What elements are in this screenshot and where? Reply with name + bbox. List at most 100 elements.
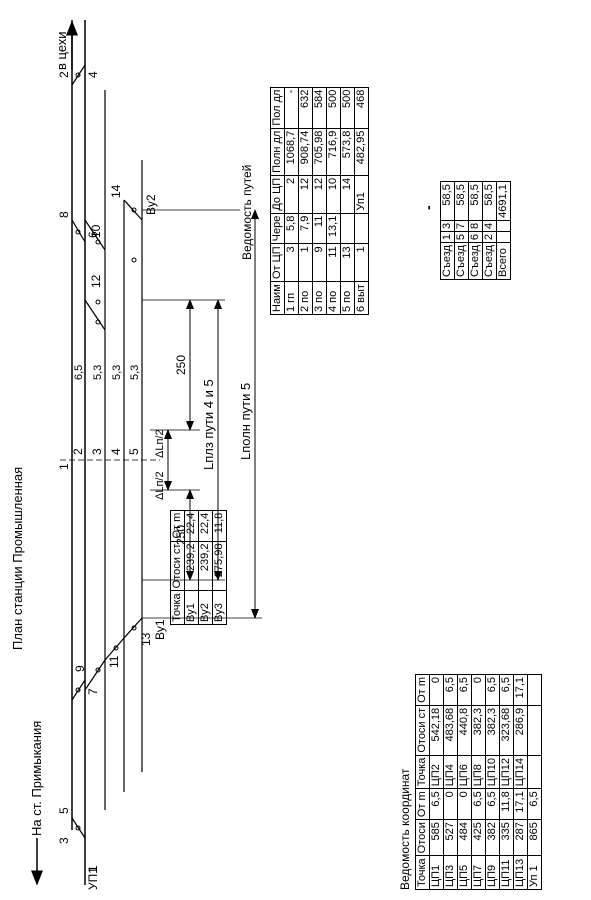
track-number-2: 2 (71, 448, 85, 455)
spacing-5: 5,3 (129, 365, 141, 380)
table-cell: 8 (468, 220, 483, 232)
table-cell: 13 (340, 243, 355, 282)
table-cell: ЦП2 (429, 755, 444, 789)
table-cell: 6,5 (527, 788, 542, 820)
table-cell: 287 (513, 819, 528, 856)
table-header-cell: Пол дл (270, 87, 285, 129)
table-cell: 7 (454, 220, 469, 232)
table-cell: ЦП4 (443, 755, 458, 789)
track-number-3: 3 (90, 448, 104, 455)
spacing-2-3: 6,5 (73, 365, 85, 380)
table-cell: Ву2 (198, 590, 213, 625)
track-number-1: 1 (57, 463, 71, 470)
table-cell: 9 (312, 243, 327, 282)
table-cell (527, 674, 542, 706)
table-cell: 3 (284, 243, 299, 282)
table-cell: 908,74 (298, 128, 313, 176)
dim-lpol5-label: Lполн пути 5 (238, 383, 253, 460)
table-cell: 382,3 (485, 705, 500, 756)
direction-left-label: На ст. Примыкания (29, 721, 44, 836)
table-header-cell: Точка (170, 590, 185, 625)
crossover-6-8 (71, 219, 86, 243)
switch-14: 14 (109, 184, 123, 198)
table-header-cell: Отоси (415, 819, 430, 856)
table-cell: 0 (457, 788, 472, 820)
table-cell: 323,68 (499, 705, 514, 756)
table-header-cell: Полн дл (270, 128, 285, 176)
table-cell: 5 по (340, 281, 355, 315)
table-cell: Уп1 (354, 175, 369, 214)
table-cell: ЦП7 (471, 855, 486, 890)
table-cell: 335 (499, 819, 514, 856)
table-cell: 382,3 (471, 705, 486, 756)
table-header-cell: Чере (270, 213, 285, 244)
table-cell: 1068,7 (284, 128, 299, 176)
switch-markers (75, 72, 137, 831)
track-number-5: 5 (127, 448, 141, 455)
table-cell: 58,5 (468, 181, 483, 221)
coord-table-title: Ведомость координат (398, 768, 412, 890)
table-cell: 12 (298, 175, 313, 214)
table-cell: 11 (312, 213, 327, 244)
switch-5: 5 (57, 807, 71, 814)
table-header-cell: До ЦП (270, 175, 285, 214)
table-cell: 865 (527, 819, 542, 856)
table-cell: Съезд (482, 242, 497, 280)
table-cell: 6 выт (354, 281, 369, 315)
track-number-4: 4 (109, 448, 123, 455)
table-cell: 382 (485, 819, 500, 856)
table-cell: 286,9 (513, 705, 528, 756)
table-cell: 11,8 (212, 510, 227, 542)
table-cell: 1 (440, 231, 455, 243)
point-vu2: Ву2 (144, 194, 158, 215)
table-cell: 22,4 (184, 510, 199, 542)
point-up1: УП1 (86, 867, 100, 890)
table-cell: 0 (471, 674, 486, 706)
table-cell: 10 (326, 175, 341, 214)
table-cell: 7,9 (298, 213, 313, 244)
table-cell: 6,5 (471, 788, 486, 820)
table-cell: 2 (284, 175, 299, 214)
table-cell: 6,5 (429, 788, 444, 820)
table-cell: ЦП13 (513, 855, 528, 890)
table-cell: ЦП14 (513, 755, 528, 789)
table-cell (496, 231, 511, 243)
table-cell: Уп 1 (527, 855, 542, 890)
switch-11: 11 (107, 655, 121, 668)
switch-8: 8 (57, 211, 71, 218)
crossover-2-4 (71, 64, 86, 86)
table-cell: 3 (440, 220, 455, 232)
table-cell: Ву1 (184, 590, 199, 625)
table-cell: 5 (454, 231, 469, 243)
table-cell: ЦП11 (499, 855, 514, 890)
switch-10: 10 (89, 224, 103, 238)
tracks-table-title: Ведомость путей (240, 164, 254, 260)
table-cell: 1 гп (284, 281, 299, 315)
table-cell: 13,1 (326, 213, 341, 244)
table-header-cell: От ЦП (270, 243, 285, 282)
table-cell (340, 213, 355, 244)
switch-3: 3 (57, 837, 71, 844)
table-cell: 1 (354, 243, 369, 282)
switch-6: 6 (86, 231, 100, 238)
table-cell: 17,1 (513, 788, 528, 820)
table-cell: 468 (354, 87, 369, 129)
table-cell: 2 (482, 231, 497, 243)
table-cell: 17,1 (513, 674, 528, 706)
dim-half-a-label: ΔLп/2 (154, 471, 166, 500)
ladder-10 (84, 219, 106, 251)
